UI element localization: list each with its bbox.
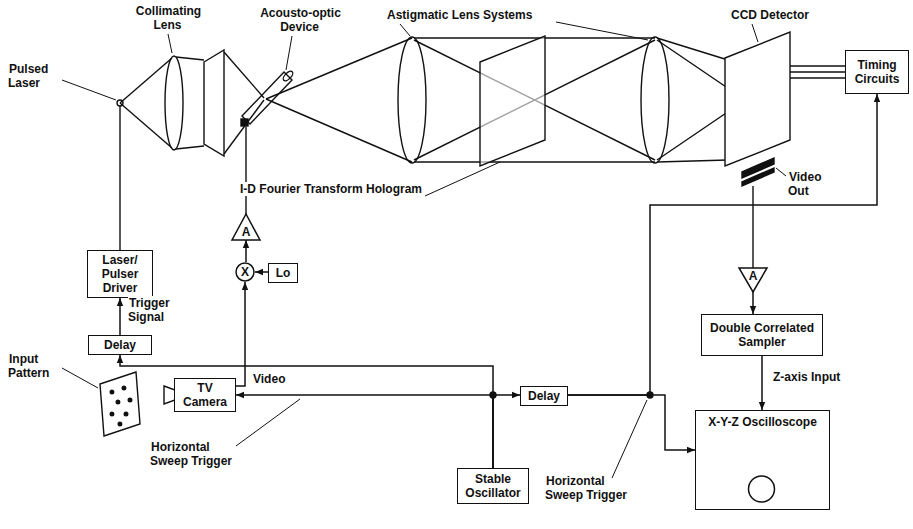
camera-box: TV Camera: [174, 378, 236, 412]
label-text: Pulsed Laser: [8, 62, 48, 90]
driver-box: Laser/ Pulser Driver: [87, 250, 153, 298]
amplifier-symbol: A: [232, 214, 260, 240]
node-text: Lo: [276, 266, 291, 280]
signal-wire: [119, 298, 121, 335]
input-pattern-card: [100, 372, 140, 436]
part-label: Acousto-optic Device: [252, 6, 348, 34]
label-text: Horizontal Sweep Trigger: [150, 440, 233, 468]
label-text: CCD Detector: [730, 8, 810, 22]
oscillator-box: Lo: [268, 263, 298, 283]
label-text: Trigger Signal: [128, 296, 170, 324]
node-text: TV Camera: [179, 381, 231, 409]
lens-element: [204, 50, 224, 156]
node-text: Delay: [528, 389, 560, 403]
node-text: A: [749, 269, 758, 283]
video-wire: [752, 186, 753, 268]
node-text: Delay: [104, 338, 136, 352]
timing-box: Timing Circuits: [845, 50, 909, 94]
label-text: Video Out: [788, 170, 821, 198]
node-text: Timing Circuits: [850, 58, 904, 86]
signal-wire: [568, 94, 877, 395]
signal-wire: [752, 292, 754, 314]
oscillator-box: Stable Oscillator: [457, 468, 529, 504]
node-text: Laser/ Pulser Driver: [92, 253, 148, 295]
signal-wire: [236, 282, 245, 386]
part-label: I-D Fourier Transform Hologram: [236, 182, 426, 196]
label-text: Collimating Lens: [135, 4, 201, 32]
ccd-detector: [725, 32, 790, 166]
signal-wire: [255, 271, 268, 273]
signal-wire: [761, 356, 763, 410]
collimating-lens: [165, 56, 183, 150]
part-label: Trigger Signal: [128, 296, 188, 324]
sampler-box: Double Correlated Sampler: [701, 314, 823, 356]
signal-wire: [568, 395, 695, 450]
signal-wire: [493, 395, 520, 468]
node-text: Double Correlated Sampler: [706, 321, 818, 349]
part-label: Video Out: [788, 170, 840, 198]
astigmatic-lens: [641, 37, 669, 163]
label-text: Input Pattern: [8, 352, 50, 380]
part-label: Horizontal Sweep Trigger: [545, 474, 645, 502]
oscilloscope-box: X-Y-Z Oscilloscope: [695, 410, 830, 510]
amplifier-symbol: A: [739, 268, 767, 292]
label-text: Astigmatic Lens Systems: [386, 8, 533, 22]
node-text: Stable Oscillator: [462, 472, 524, 500]
part-label: Astigmatic Lens Systems: [386, 8, 566, 22]
part-label: Pulsed Laser: [8, 62, 64, 90]
signal-wire: [120, 355, 493, 468]
part-label: Video: [252, 372, 302, 386]
label-text: Z-axis Input: [772, 370, 841, 384]
part-label: Z-axis Input: [772, 370, 862, 384]
label-text: Acousto-optic Device: [259, 6, 341, 34]
part-label: Collimating Lens: [126, 4, 210, 32]
label-text: I-D Fourier Transform Hologram: [239, 182, 423, 196]
node-text: A: [242, 225, 251, 239]
delay-box: Delay: [520, 386, 568, 406]
hologram-plate: [480, 36, 545, 166]
mixer-symbol: X: [235, 262, 255, 282]
node-text: X: [241, 265, 249, 279]
label-text: Video: [252, 372, 286, 386]
rf-wire: [245, 127, 246, 214]
part-label: CCD Detector: [730, 8, 840, 22]
node-text: X-Y-Z Oscilloscope: [708, 415, 817, 429]
part-label: Horizontal Sweep Trigger: [150, 440, 250, 468]
delay-box: Delay: [88, 335, 152, 355]
driver-wire: [119, 106, 120, 250]
astigmatic-lens: [398, 37, 426, 163]
signal-wire: [236, 395, 493, 468]
signal-wire: [245, 240, 247, 262]
leader-lines: [62, 22, 786, 478]
label-text: Horizontal Sweep Trigger: [545, 474, 628, 502]
part-label: Input Pattern: [8, 352, 68, 380]
